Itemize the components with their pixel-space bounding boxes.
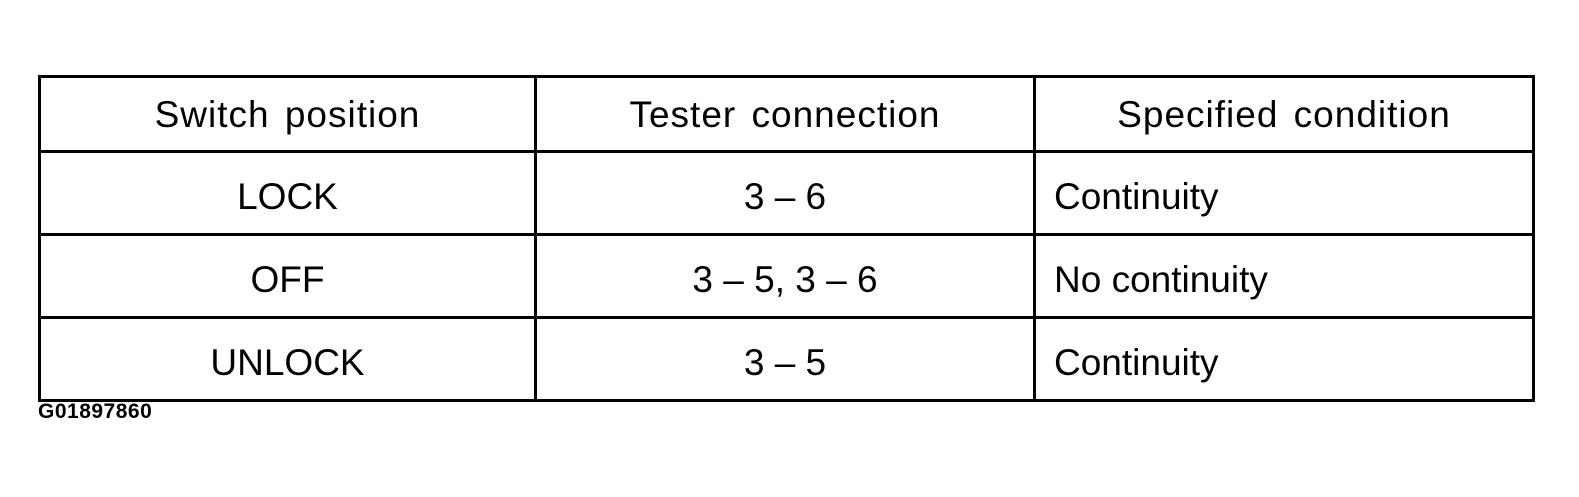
table-header: Switch position Tester connection Specif… xyxy=(38,75,1535,153)
cell-switch-position: OFF xyxy=(38,233,537,319)
figure-id: G01897860 xyxy=(38,400,153,423)
switch-continuity-table: Switch position Tester connection Specif… xyxy=(38,75,1535,402)
header-specified-condition: Specified condition xyxy=(1033,75,1535,153)
table-row: OFF 3 – 5, 3 – 6 No continuity xyxy=(38,233,1535,319)
header-tester-connection: Tester connection xyxy=(534,75,1036,153)
table-row: UNLOCK 3 – 5 Continuity xyxy=(38,316,1535,402)
header-row: Switch position Tester connection Specif… xyxy=(38,75,1535,153)
table-body: LOCK 3 – 6 Continuity OFF 3 – 5, 3 – 6 N… xyxy=(38,150,1535,402)
cell-tester-connection: 3 – 5, 3 – 6 xyxy=(534,233,1036,319)
header-switch-position: Switch position xyxy=(38,75,537,153)
cell-switch-position: UNLOCK xyxy=(38,316,537,402)
cell-tester-connection: 3 – 6 xyxy=(534,150,1036,236)
cell-specified-condition: Continuity xyxy=(1033,316,1535,402)
cell-specified-condition: Continuity xyxy=(1033,150,1535,236)
cell-tester-connection: 3 – 5 xyxy=(534,316,1036,402)
table-row: LOCK 3 – 6 Continuity xyxy=(38,150,1535,236)
cell-specified-condition: No continuity xyxy=(1033,233,1535,319)
cell-switch-position: LOCK xyxy=(38,150,537,236)
